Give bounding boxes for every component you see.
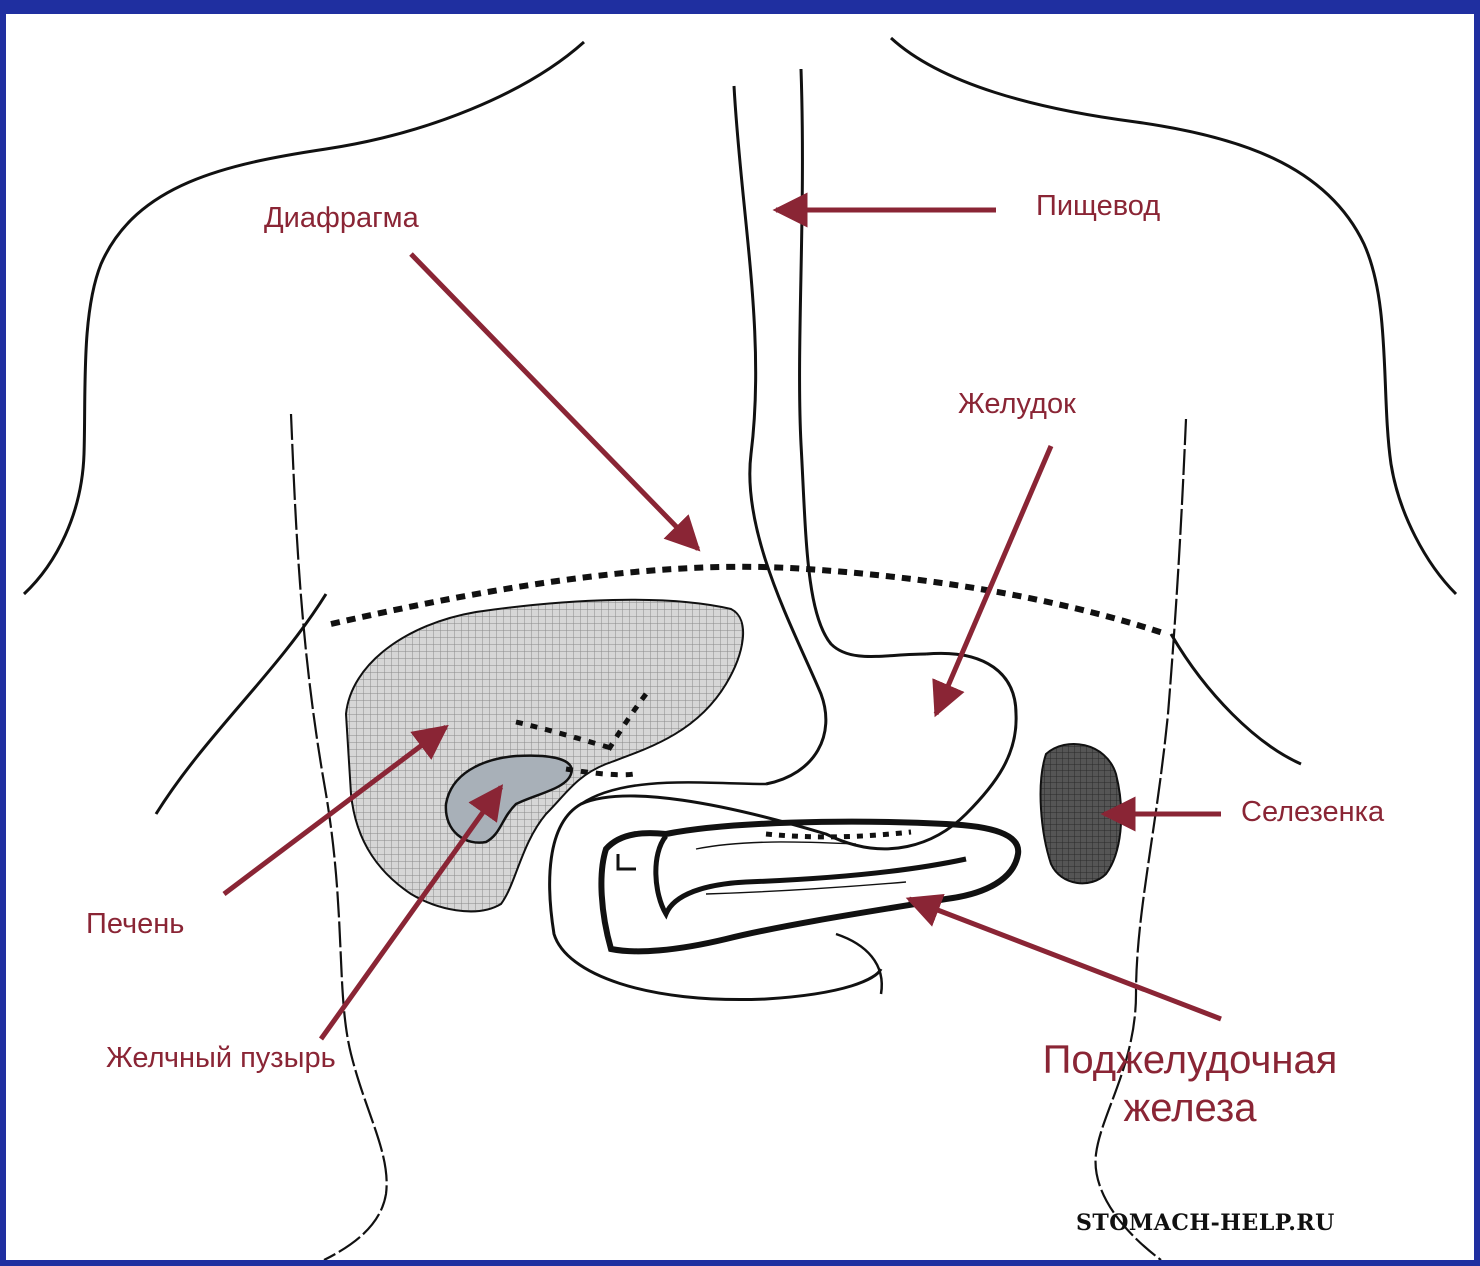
label-stomach: Желудок: [958, 390, 1076, 419]
label-pancreas-line2: железа: [1124, 1086, 1257, 1130]
pancreas-top-dots: [766, 832, 911, 837]
pancreas: [601, 822, 1018, 994]
label-pancreas: Поджелудочная железа: [960, 1036, 1420, 1132]
label-pancreas-line1: Поджелудочная: [1043, 1038, 1338, 1082]
right-torso-outline: [1171, 634, 1301, 764]
left-shoulder-outline: [24, 42, 584, 594]
esophagus-right-wall: [800, 69, 926, 657]
label-spleen: Селезенка: [1241, 798, 1384, 827]
label-esophagus: Пищевод: [1036, 192, 1160, 221]
esophagus-left-wall: [734, 86, 826, 784]
label-gallbladder: Желчный пузырь: [106, 1044, 336, 1073]
stomach-inner-curve: [581, 782, 766, 804]
esophagus: [734, 69, 926, 784]
diaphragm-arrow: [411, 254, 698, 549]
left-torso-outline: [156, 594, 326, 814]
pancreas-small-mark: [618, 854, 636, 869]
pancreas-arrow: [909, 899, 1221, 1019]
diagram-canvas: Диафрагма Пищевод Желудок Селезенка Пече…: [6, 14, 1474, 1260]
right-shoulder-outline: [891, 38, 1456, 594]
label-diaphragm: Диафрагма: [264, 204, 419, 233]
watermark: STOMACH-HELP.RU: [1076, 1210, 1335, 1236]
stomach-arrow: [936, 446, 1051, 714]
label-liver: Печень: [86, 910, 184, 939]
